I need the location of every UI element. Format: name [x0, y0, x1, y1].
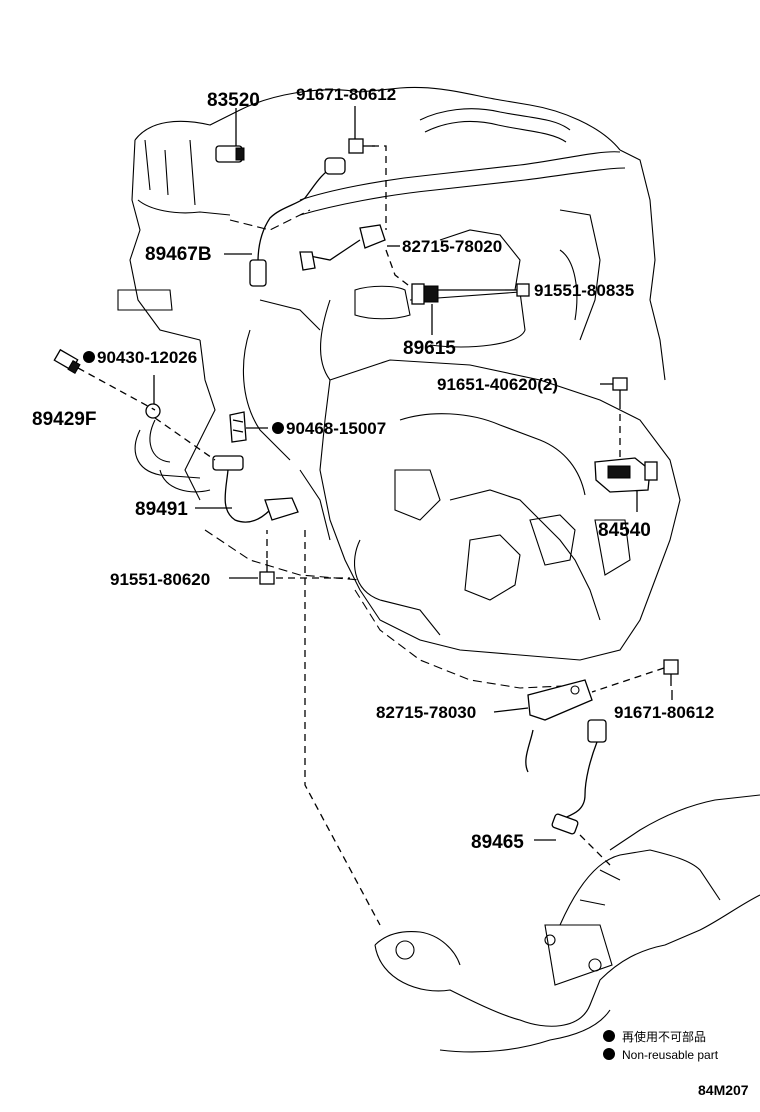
clamp-90468-15007 [229, 411, 247, 443]
non-reusable-marker-icon [83, 351, 95, 363]
oil-pressure-switch-83520 [215, 145, 245, 163]
bolt-91551-80620 [259, 560, 275, 585]
label-89465: 89465 [471, 832, 524, 853]
gasket-90430-12026 [145, 403, 161, 419]
bolt-91671-80612-top [348, 138, 375, 154]
neutral-start-switch-84540 [594, 457, 658, 493]
label-91671-80612-top: 91671-80612 [296, 85, 396, 104]
leader-lines [77, 106, 673, 926]
exhaust-pipe-outline [374, 794, 760, 1053]
label-91551-80835: 91551-80835 [534, 281, 634, 300]
air-fuel-ratio-sensor-89467B [249, 157, 346, 287]
bracket-82715-78020 [299, 224, 386, 271]
bracket-82715-78030 [527, 679, 593, 721]
bolt-91651-40620 [612, 377, 628, 402]
engine-assembly-outline [117, 86, 681, 689]
label-91671-80612-bottom: 91671-80612 [614, 703, 714, 722]
label-82715-78020: 82715-78020 [402, 237, 502, 256]
non-reusable-marker-icon [272, 422, 284, 434]
legend: 再使用不可部品 Non-reusable part [603, 1029, 719, 1062]
label-83520: 83520 [207, 90, 260, 111]
diagram-code: 84M207 [698, 1082, 749, 1098]
bolt-91551-80835 [505, 283, 530, 297]
label-89615: 89615 [403, 338, 456, 359]
temperature-sensor-89429F [53, 348, 81, 375]
label-90430-12026: 90430-12026 [97, 348, 197, 367]
oxygen-sensor-89465 [525, 719, 607, 835]
filled-circle-icon [603, 1048, 615, 1060]
label-91651-40620: 91651-40620(2) [437, 375, 558, 394]
label-90468-15007: 90468-15007 [286, 419, 386, 438]
sensor-89615 [411, 283, 439, 305]
label-82715-78030: 82715-78030 [376, 703, 476, 722]
label-91551-80620: 91551-80620 [110, 570, 210, 589]
legend-english-text: Non-reusable part [622, 1048, 719, 1062]
legend-japanese-text: 再使用不可部品 [622, 1029, 706, 1044]
filled-circle-icon [603, 1030, 615, 1042]
label-89491: 89491 [135, 499, 188, 520]
label-89467B: 89467B [145, 244, 212, 265]
speed-sensor-89491 [212, 455, 299, 523]
label-89429F: 89429F [32, 409, 96, 430]
bolt-91671-80612-bottom [663, 659, 679, 686]
label-84540: 84540 [598, 520, 651, 541]
